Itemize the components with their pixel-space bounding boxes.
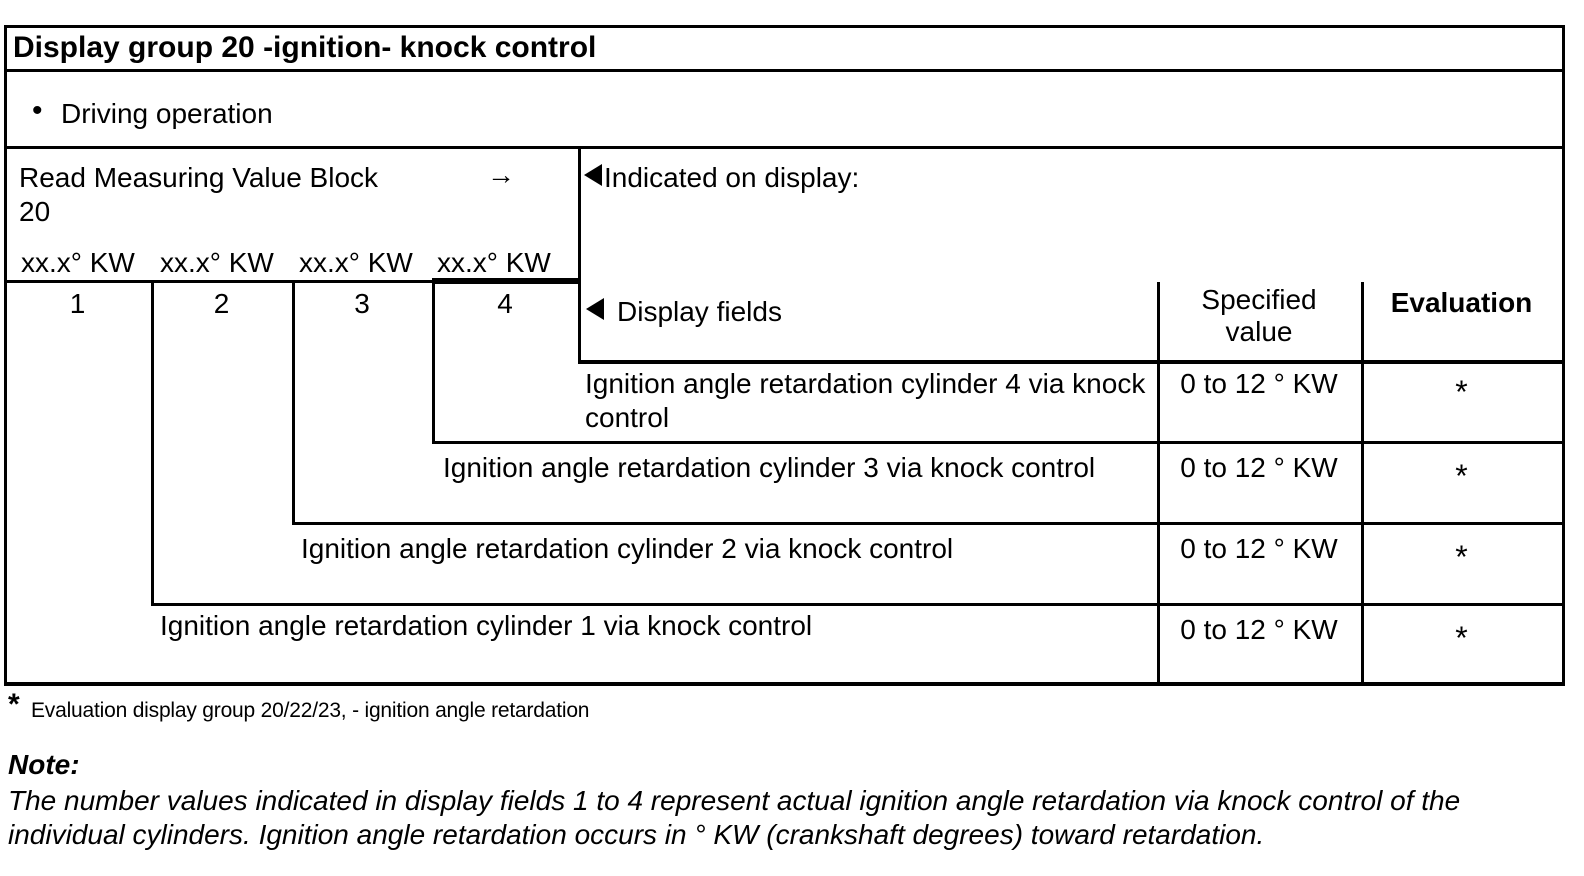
row-divider-cyl2 [151,603,1565,606]
evaluation-mark-cyl1: * [1455,620,1468,656]
specified-value-header-line1: Specified [1201,284,1317,315]
evaluation-mark-cyl2: * [1455,539,1468,575]
note-body-line2: individual cylinders. Ignition angle ret… [8,819,1265,850]
specified-value-cyl3: 0 to 12 ° KW [1180,452,1338,483]
specified-value-cyl4: 0 to 12 ° KW [1180,368,1338,399]
footnote-marker: * [8,688,20,721]
note-body-line1: The number values indicated in display f… [8,785,1461,816]
operation-label: Driving operation [61,98,273,129]
measuring-block-right-border [578,146,581,364]
row-label-cyl1: Ignition angle retardation cylinder 1 vi… [160,610,813,641]
display-unit-2: xx.x° KW [160,247,274,278]
bullet-icon: • [32,94,43,127]
measuring-block-title: Read Measuring Value Block [19,162,379,193]
measuring-block-number: 20 [19,196,51,227]
header-bottom-divider [578,360,1565,364]
field-number-4: 4 [497,288,513,319]
operation-divider [4,146,1565,149]
left-pointer-icon [584,164,602,186]
display-fields-label: Display fields [617,296,782,327]
evaluation-col-left-border [1361,282,1364,684]
field-number-1: 1 [69,288,86,319]
indicated-on-display-label: Indicated on display: [604,162,860,193]
table-border-left [4,25,7,686]
row-label-cyl2: Ignition angle retardation cylinder 2 vi… [301,533,954,564]
evaluation-header: Evaluation [1390,287,1533,318]
table-border-bottom [4,682,1565,686]
field4-top-border [432,278,581,284]
evaluation-mark-cyl3: * [1455,458,1468,494]
specified-value-cyl2: 0 to 12 ° KW [1180,533,1338,564]
row-label-cyl4-line2: control [585,402,670,433]
field-number-2: 2 [213,288,230,319]
row-label-cyl4-line1: Ignition angle retardation cylinder 4 vi… [585,368,1146,399]
row-divider-cyl4 [432,441,1565,444]
display-unit-4: xx.x° KW [437,247,551,278]
table-border-right [1562,25,1565,686]
specified-value-header-line2: value [1225,316,1293,347]
display-unit-3: xx.x° KW [299,247,413,278]
evaluation-mark-cyl4: * [1455,374,1468,410]
right-arrow-icon: → [487,159,515,190]
row-divider-cyl3 [292,522,1565,525]
table-border-top [4,25,1565,28]
title-divider [4,69,1565,72]
field-number-3: 3 [354,288,370,319]
field-col-divider-2-3 [292,280,295,525]
page-title: Display group 20 -ignition- knock contro… [13,31,597,64]
specified-col-left-border [1157,282,1160,684]
field-col-divider-3-4 [432,280,435,444]
left-pointer-icon [586,298,604,320]
footnote-text: Evaluation display group 20/22/23, - ign… [31,699,590,722]
row-label-cyl3: Ignition angle retardation cylinder 3 vi… [443,452,1096,483]
field-col-divider-1-2 [151,280,154,606]
note-heading: Note: [8,749,80,780]
display-unit-1: xx.x° KW [21,247,135,278]
specified-value-cyl1: 0 to 12 ° KW [1180,614,1338,645]
